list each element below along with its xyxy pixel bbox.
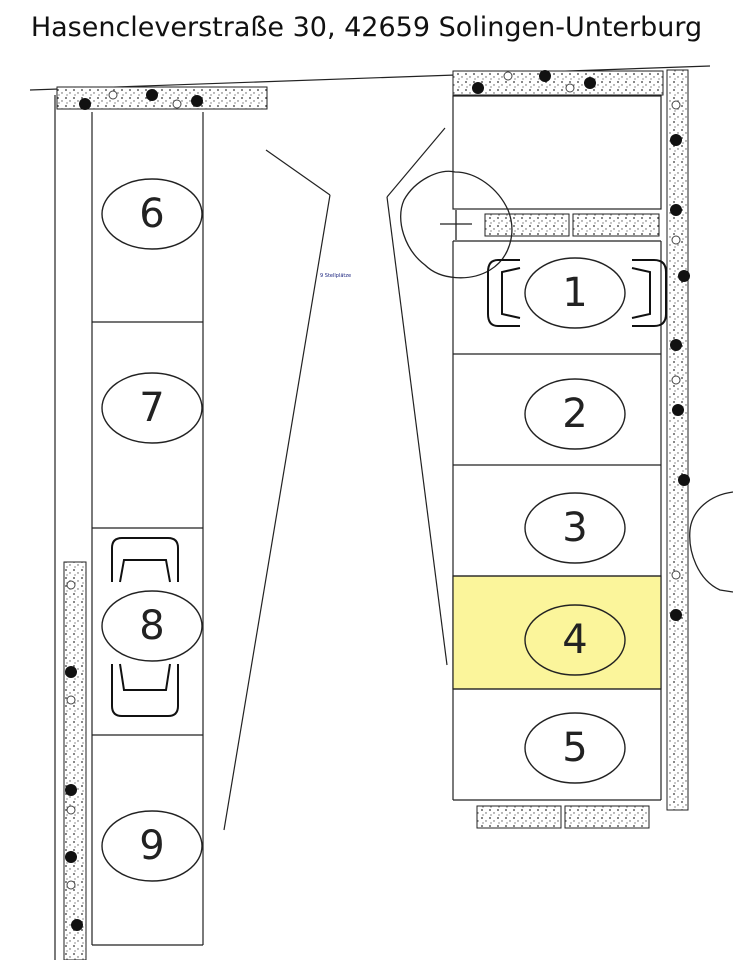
car-icon	[111, 259, 667, 717]
parking-space-8: 8	[101, 590, 203, 662]
parking-spaces: 6 7 8 9 1 2 3 4 5	[101, 178, 626, 882]
space-oval	[101, 372, 203, 444]
page-title: Hasencleverstraße 30, 42659 Solingen-Unt…	[30, 12, 703, 43]
space-oval	[524, 257, 626, 329]
space-oval	[524, 712, 626, 784]
space-oval	[524, 604, 626, 676]
space-number: 3	[562, 505, 587, 551]
parking-space-4: 4	[524, 604, 626, 676]
space-number: 5	[562, 725, 587, 771]
space-oval	[524, 492, 626, 564]
space-oval	[524, 378, 626, 450]
space-number: 9	[139, 823, 164, 869]
space-number: 1	[562, 270, 587, 316]
space-oval	[101, 178, 203, 250]
parking-space-6: 6	[101, 178, 203, 250]
parking-space-1: 1	[524, 257, 626, 329]
site-outline	[29, 65, 711, 960]
hedge-dots	[65, 70, 690, 931]
parking-space-2: 2	[524, 378, 626, 450]
driveway-note: 9 Stellplätze	[320, 273, 351, 279]
tree-icon	[400, 170, 513, 279]
space-4-highlight	[452, 575, 662, 690]
space-number: 2	[562, 391, 587, 437]
space-oval	[101, 810, 203, 882]
parking-space-3: 3	[524, 492, 626, 564]
parking-space-5: 5	[524, 712, 626, 784]
space-number: 6	[139, 191, 164, 237]
hedge-circles	[66, 71, 681, 890]
space-oval	[101, 590, 203, 662]
space-number: 7	[139, 385, 164, 431]
tree-icon-right	[689, 491, 733, 593]
parking-space-7: 7	[101, 372, 203, 444]
parking-space-9: 9	[101, 810, 203, 882]
space-number: 8	[139, 603, 164, 649]
space-number: 4	[562, 617, 587, 663]
